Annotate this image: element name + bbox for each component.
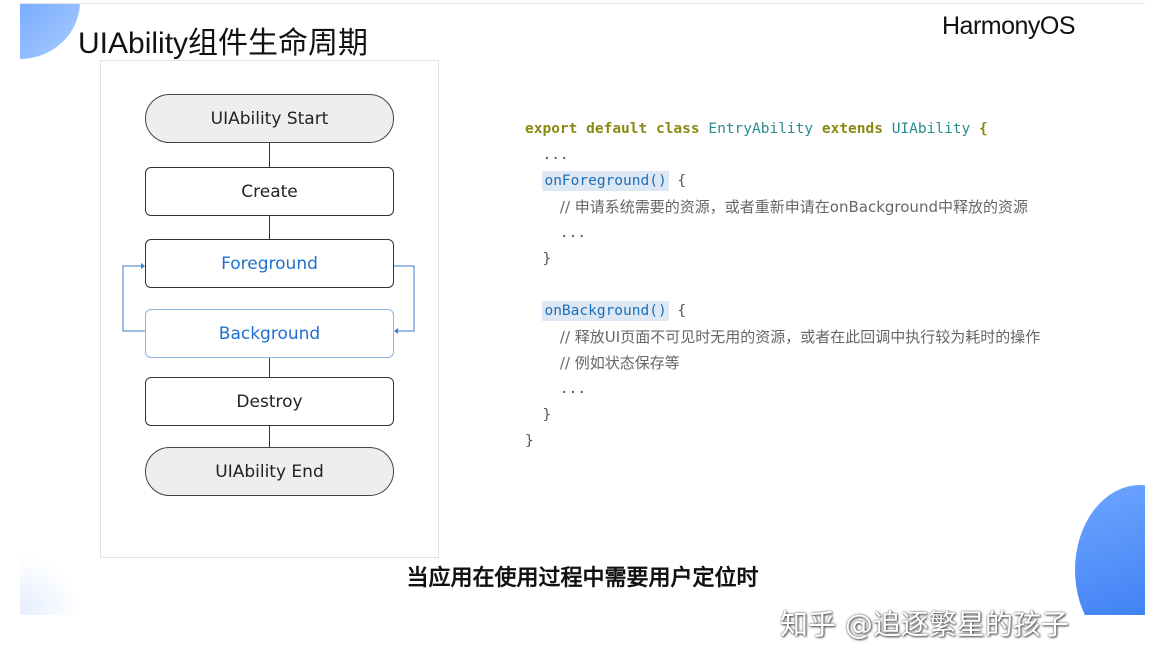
arrow-destroy-end — [269, 426, 270, 448]
code-line: ... — [525, 147, 569, 163]
brace: { — [970, 121, 988, 137]
node-foreground: Foreground — [145, 239, 394, 288]
base-class: UIAbility — [891, 121, 971, 137]
arrow-start-create — [269, 143, 270, 167]
method-onbackground: onBackground() — [542, 301, 669, 321]
code-line: export default class EntryAbility extend… — [525, 116, 1040, 142]
slide-title: UIAbility组件生命周期 — [78, 27, 369, 60]
keyword: default — [586, 121, 648, 137]
code-block: export default class EntryAbility extend… — [525, 116, 1040, 454]
comment: // 申请系统需要的资源，或者重新申请在onBackground中释放的资源 — [559, 198, 1028, 216]
code-line: // 例如状态保存等 — [525, 350, 1040, 376]
keyword: class — [655, 121, 700, 137]
node-create: Create — [145, 167, 394, 216]
class-name: EntryAbility — [708, 121, 814, 137]
node-destroy: Destroy — [145, 377, 394, 426]
node-background: Background — [145, 309, 394, 358]
node-uiability-end: UIAbility End — [145, 447, 394, 496]
brace: { — [668, 173, 687, 189]
code-line: } — [525, 433, 534, 449]
decoration-top-left — [20, 4, 80, 59]
arrow-background-destroy — [269, 357, 270, 378]
arrow-create-foreground — [269, 216, 270, 240]
node-uiability-start: UIAbility Start — [145, 94, 394, 143]
lifecycle-diagram: UIAbility Start Create Foreground Backgr… — [100, 60, 439, 558]
video-subtitle: 当应用在使用过程中需要用户定位时 — [406, 566, 759, 591]
code-line: } — [525, 251, 552, 267]
loop-arrows — [122, 263, 415, 334]
watermark: 知乎 @追逐繁星的孩子 — [780, 608, 1069, 641]
comment: // 释放UI页面不可见时无用的资源，或者在此回调中执行较为耗时的操作 — [559, 328, 1041, 346]
decoration-bottom-right — [1075, 485, 1145, 615]
code-line: onForeground() { — [525, 168, 1040, 194]
code-line: // 释放UI页面不可见时无用的资源，或者在此回调中执行较为耗时的操作 — [525, 324, 1040, 350]
code-line: ... — [525, 225, 587, 241]
code-line: } — [525, 407, 552, 423]
code-line-blank — [525, 272, 1040, 298]
code-line: onBackground() { — [525, 298, 1040, 324]
code-line: // 申请系统需要的资源，或者重新申请在onBackground中释放的资源 — [525, 194, 1040, 220]
keyword: export — [525, 121, 578, 137]
brace: { — [668, 303, 687, 319]
keyword: extends — [821, 121, 883, 137]
harmonyos-logo: HarmonyOS — [942, 12, 1076, 40]
slide: UIAbility组件生命周期 HarmonyOS UIAbility Star… — [20, 3, 1145, 615]
method-onforeground: onForeground() — [542, 171, 669, 191]
comment: // 例如状态保存等 — [559, 354, 680, 372]
code-line: ... — [525, 381, 587, 397]
